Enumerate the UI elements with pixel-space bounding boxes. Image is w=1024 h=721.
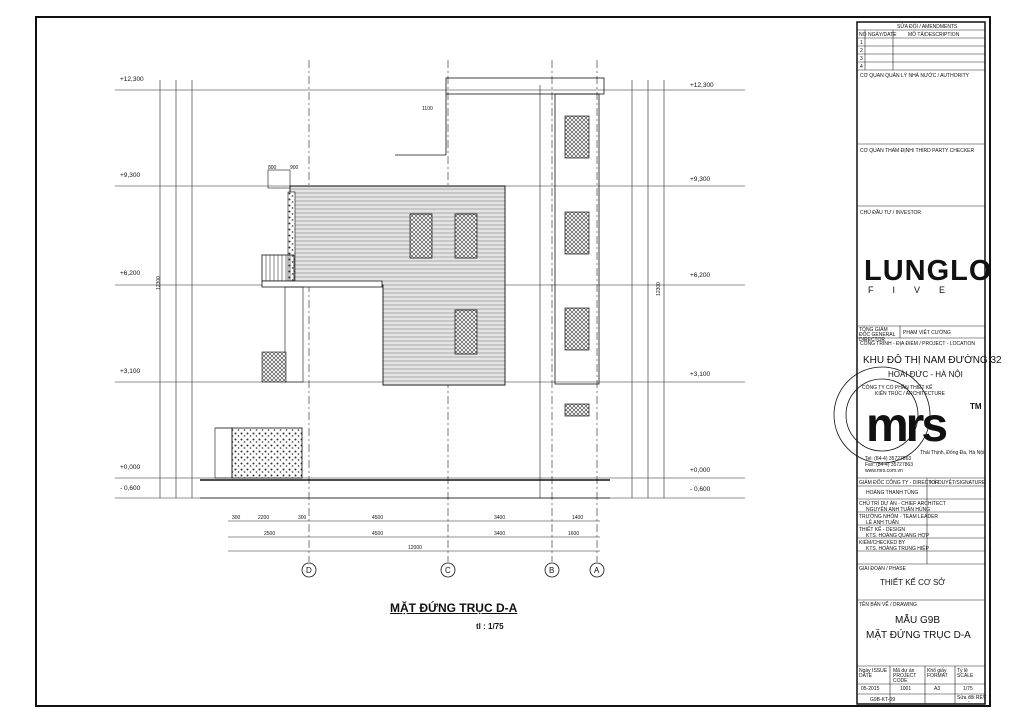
rev-value: - — [968, 699, 970, 705]
signature-label: KÝ DUYỆT/SIGNATURE — [930, 480, 986, 486]
dim-row2-1: 2500 — [264, 531, 276, 537]
director-row: GIÁM ĐỐC CÔNG TY - DIRECTOR — [859, 480, 939, 486]
level-label-left-4: +3,100 — [120, 368, 141, 375]
mrs-logo: mrs — [866, 399, 948, 452]
level-label-right-3: +6,200 — [690, 272, 711, 279]
footer-v-scale: 1/75 — [963, 686, 973, 692]
company-line-2: KIẾN TRÚC / ARCHITECTURE — [875, 391, 945, 397]
amend-row-4: 4 — [860, 64, 863, 70]
project-location: HOÀI ĐỨC - HÀ NỘI — [888, 370, 963, 379]
dim-right-total: 12300 — [655, 282, 662, 296]
footer-v-format: A3 — [934, 686, 941, 692]
footer-h-date: Ngày ISSUE DATE — [859, 668, 888, 679]
axis-label-b: B — [549, 566, 555, 575]
footer-h-scale: Tỷ lệ SCALE — [957, 668, 974, 679]
amendments-header: SỬA ĐỔI / AMENDMENTS — [897, 24, 958, 30]
sheet-border — [35, 16, 991, 707]
level-label-right-4: +3,100 — [690, 371, 711, 378]
company-line-1: CÔNG TY CỔ PHẦN THIẾT KẾ — [862, 385, 933, 391]
amend-row-1: 1 — [860, 40, 863, 46]
title-block-lines — [857, 29, 985, 704]
dim-row2-4: 1600 — [568, 531, 580, 537]
dim-row1-2: 2200 — [258, 515, 270, 521]
level-label-right-6: - 0,600 — [690, 486, 711, 493]
amend-col-no: NO — [859, 32, 867, 38]
company-web: www.mrs.com.vn — [865, 468, 903, 474]
dim-row2-2: 4500 — [372, 531, 384, 537]
project-name: KHU ĐÔ THỊ NAM ĐƯỜNG 32 — [863, 355, 1002, 366]
investor-label: CHỦ ĐẦU TƯ / INVESTOR — [860, 210, 922, 216]
mrs-trademark: TM — [970, 402, 982, 411]
drawing-title: MẶT ĐỨNG TRỤC D-A — [390, 601, 518, 615]
left-dimensions — [159, 80, 193, 498]
project-label: CÔNG TRÌNH - ĐỊA ĐIỂM / PROJECT - LOCATI… — [860, 341, 976, 347]
checked-name: KTS. HOÀNG TRUNG HIỆP — [866, 546, 929, 552]
level-label-left-6: - 0,600 — [120, 485, 141, 492]
drawing-name-2: MẶT ĐỨNG TRỤC D-A — [866, 630, 971, 641]
lunglo-logo-sub: FIVE — [868, 285, 965, 295]
company-tel: Tel: (84-4) 35727863 — [865, 456, 912, 462]
dim-row1-6: 1400 — [572, 515, 584, 521]
level-label-left-5: +0,000 — [120, 464, 141, 471]
dim-top-2: 900 — [290, 165, 299, 171]
team-label: TRƯỞNG NHÓM - TEAM LEADER — [859, 514, 939, 520]
design-label: THIẾT KẾ - DESIGN — [859, 527, 906, 533]
level-label-left-3: +6,200 — [120, 270, 141, 277]
chief-name: NGUYỄN ANH TUẤN HÙNG — [866, 507, 931, 513]
checked-label: KIỂM/CHECKED BY — [859, 540, 906, 546]
signer-1: HOÀNG THANH TÙNG — [866, 490, 919, 496]
right-dimensions — [539, 80, 665, 498]
dim-row1-1: 300 — [232, 515, 241, 521]
drawing-label: TÊN BẢN VẼ / DRAWING — [859, 602, 917, 608]
design-name: KTS. HOÀNG QUANG HỢP — [866, 533, 930, 539]
level-label-left-1: +12,300 — [120, 76, 144, 83]
phase-label: GIAI ĐOẠN / PHASE — [859, 566, 906, 572]
dim-row1-5: 3400 — [494, 515, 506, 521]
footer-h-format: Khổ giấy FORMAT — [927, 668, 948, 679]
level-label-right-1: +12,300 — [690, 82, 714, 89]
dim-row1-4: 4500 — [372, 515, 384, 521]
director-name: PHẠM VIỆT CƯỜNG — [903, 330, 951, 336]
level-label-right-2: +9,300 — [690, 176, 711, 183]
dim-top-1: 800 — [268, 165, 277, 171]
axis-bubbles — [301, 562, 605, 578]
amend-col-date: NGÀY/DATE — [868, 32, 897, 38]
company-address: Thái Thịnh, Đống Đa, Hà Nội — [920, 450, 985, 456]
amend-col-desc: MÔ TẢ/DESCRIPTION — [908, 32, 960, 38]
rev-label: Sửa đổi REV — [957, 695, 987, 701]
amend-row-3: 3 — [860, 56, 863, 62]
company-fax: Fax: (84-4) 35727863 — [865, 462, 914, 468]
dim-row1-3: 300 — [298, 515, 307, 521]
axis-label-c: C — [445, 566, 451, 575]
checker-label: CƠ QUAN THẨM ĐỊNH/ THIRD PARTY CHECKER — [860, 148, 975, 154]
footer-v-code: 1001 — [900, 686, 912, 692]
building-elevation — [200, 77, 610, 499]
axis-label-a: A — [594, 566, 600, 575]
dim-total: 12000 — [408, 545, 422, 551]
amend-row-2: 2 — [860, 48, 863, 54]
director-label: TỔNG GIÁM ĐỐC GENERAL DIRECTOR — [859, 327, 896, 343]
title-block-frame — [856, 21, 986, 705]
footer-h-code: Mã dự án PROJECT CODE — [893, 668, 917, 684]
drawing-scale: tl : 1/75 — [476, 622, 504, 631]
chief-label: CHỦ TRÌ DỰ ÁN - CHIEF ARCHITECT — [859, 501, 946, 507]
team-name: LÊ ANH TUẤN — [866, 520, 899, 526]
phase-value: THIẾT KẾ CƠ SỞ — [880, 578, 946, 587]
bottom-dimensions — [228, 520, 600, 552]
level-label-right-5: +0,000 — [690, 467, 711, 474]
dim-left-total: 12300 — [155, 276, 162, 290]
drawing-name-1: MẪU G9B — [895, 615, 941, 626]
authority-label: CƠ QUAN QUẢN LÝ NHÀ NƯỚC / AUTHORITY — [860, 73, 969, 79]
level-label-left-2: +9,300 — [120, 172, 141, 179]
company-stamp — [833, 366, 931, 464]
drawing-number: G9B-KT-09 — [870, 697, 896, 703]
dim-top-3: 1100 — [422, 106, 433, 112]
footer-v-date: 05-2015 — [861, 686, 880, 692]
axis-label-d: D — [306, 566, 312, 575]
lunglo-logo: LUNGLO — [864, 255, 993, 287]
dim-row2-3: 3400 — [494, 531, 506, 537]
